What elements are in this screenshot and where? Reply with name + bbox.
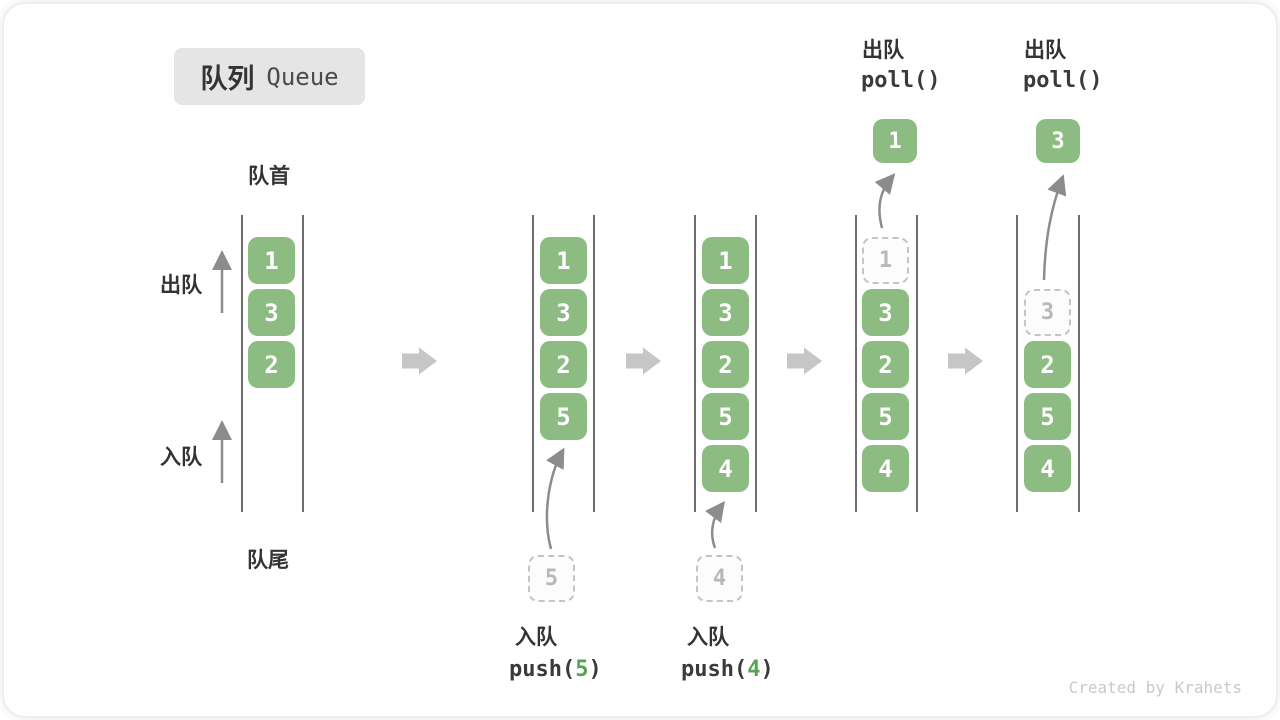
op-push-4-label-zh: 入队 [687,626,729,649]
title-badge: 队列 Queue [174,48,365,105]
queue-wall [694,215,696,512]
title-zh: 队列 [200,64,255,94]
queue-cell: 1 [540,237,587,284]
queue-cell: 4 [702,445,749,492]
label-queue-rear: 队尾 [247,549,289,572]
queue-cell: 2 [248,341,295,388]
op-poll-2-code: poll() [1023,68,1103,93]
queue-wall [532,215,534,512]
state-transition-arrow [948,347,983,375]
queue-wall [855,215,857,512]
queue-cell: 4 [862,445,909,492]
polled-element-box: 1 [873,119,917,163]
queue-cell: 3 [540,289,587,336]
incoming-element-box: 5 [528,555,575,602]
push-arg: 5 [575,657,589,682]
push-4-arrow [705,500,725,549]
push-close: ) [588,657,602,682]
poll-2-arrow [1042,174,1067,281]
queue-cell: 2 [702,341,749,388]
push-arg: 4 [747,657,761,682]
queue-wall [241,215,243,512]
queue-cell: 1 [248,237,295,284]
queue-cell: 3 [702,289,749,336]
queue-wall [916,215,918,512]
queue-cell: 4 [1024,445,1071,492]
op-push-4-code: push(4) [681,657,774,682]
queue-cell: 3 [248,289,295,336]
queue-wall [302,215,304,512]
queue-cell: 5 [1024,393,1071,440]
push-close: ) [760,657,774,682]
queue-cell: 1 [702,237,749,284]
state-transition-arrow [787,347,822,375]
incoming-element-box: 4 [696,555,743,602]
label-enqueue: 入队 [160,446,202,469]
queue-cell: 2 [862,341,909,388]
push-fn: push( [681,657,748,682]
queue-wall [755,215,757,512]
queue-wall [593,215,595,512]
arrows-overlay [212,173,1067,550]
queue-cell: 3 [862,289,909,336]
queue-wall [1078,215,1080,512]
removed-element-slot: 3 [1024,289,1071,336]
state-transition-arrow [626,347,661,375]
queue-cell: 2 [540,341,587,388]
push-fn: push( [509,657,576,682]
op-poll-1-code: poll() [861,68,941,93]
removed-element-slot: 1 [862,237,909,284]
title-en: Queue [266,62,339,91]
op-push-5-code: push(5) [509,657,602,682]
state-transition-arrow [402,347,437,375]
poll-1-arrow [874,173,896,229]
label-dequeue: 出队 [160,274,202,297]
diagram-card: 队列 Queue 队首 队尾 出队 入队 1 3 2 1 3 2 5 5 1 3… [3,3,1277,717]
queue-cell: 5 [862,393,909,440]
op-poll-1-label-zh: 出队 [862,39,904,62]
op-poll-2-label-zh: 出队 [1024,39,1066,62]
queue-cell: 5 [702,393,749,440]
watermark: Created by Krahets [1068,678,1242,697]
queue-cell: 5 [540,393,587,440]
polled-element-box: 3 [1036,119,1080,163]
push-5-arrow [545,447,565,550]
op-push-5-label-zh: 入队 [515,626,557,649]
queue-wall [1016,215,1018,512]
label-queue-front: 队首 [248,165,290,188]
queue-cell: 2 [1024,341,1071,388]
